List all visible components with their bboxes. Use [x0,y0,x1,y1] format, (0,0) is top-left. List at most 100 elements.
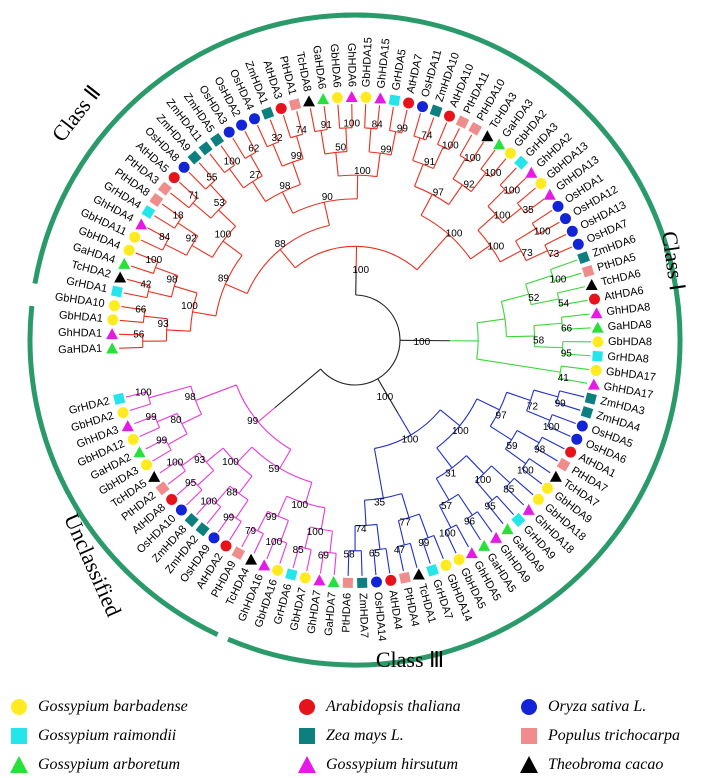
branch [549,269,555,282]
barbadense-circle-icon [129,231,141,243]
hirsutum-triangle-icon [490,531,503,543]
leaf-label: GhHDA1 [58,327,102,340]
cacao-triangle-icon [148,470,161,482]
branch [209,184,227,203]
bootstrap-label: 66 [561,323,573,334]
branch [266,538,276,560]
branch [516,430,540,444]
branch [323,551,337,554]
branch [229,168,244,189]
branch [277,495,288,517]
branch [504,430,518,450]
bootstrap-label: 58 [533,336,545,347]
oryza-circle-icon [371,576,382,588]
bootstrap-label: 41 [558,373,570,384]
bootstrap-label: 100 [224,157,241,168]
branch [296,111,304,135]
branch [554,272,582,282]
bootstrap-label: 100 [517,465,534,476]
branch [292,546,300,568]
branch [146,391,152,405]
bootstrap-label: 100 [402,435,419,446]
root-arc [320,294,401,386]
bootstrap-label: 92 [186,233,198,244]
branch [477,213,496,231]
branch [373,448,384,499]
cacao-triangle-icon [412,568,425,580]
bootstrap-label: 100 [354,166,371,177]
branch [337,104,341,129]
barbadense-circle-icon [141,459,152,471]
bootstrap-label: 93 [158,319,170,330]
leaf-label: GbHDA8 [608,336,652,348]
legend-label: Zea mays L. [326,727,404,744]
trichocarpa-square-icon [398,571,411,584]
branch [320,507,326,530]
branch [165,244,187,256]
barbadense-circle-icon [590,365,602,376]
bootstrap-label: 85 [503,485,515,496]
class-arcs [27,12,683,668]
barbadense-circle-icon [542,482,553,494]
branch [559,390,585,398]
bootstrap-label: 100 [534,226,551,237]
branch [154,215,175,229]
leaf-label: OsHDA14 [372,591,388,641]
bootstrap-label: 98 [279,181,291,192]
bootstrap-label: 80 [170,415,182,426]
branch [535,447,558,462]
branch [459,134,473,156]
bootstrap-label: 89 [218,273,230,284]
bootstrap-label: 100 [452,426,469,437]
branch [339,127,353,129]
branch [455,524,469,548]
oryza-circle-icon [566,225,578,237]
green-triangle-icon [10,756,28,773]
branch [541,436,565,450]
branch [323,105,328,130]
branch [165,318,169,342]
hirsutum-triangle-icon [258,559,271,571]
thaliana-circle-icon [166,494,178,505]
class-label-ii: Class Ⅱ [47,80,106,146]
branch [501,293,529,302]
branch [360,550,363,576]
barbadense-circle-icon [107,314,119,326]
branch [333,553,337,576]
branch [414,163,424,187]
root-branch [377,378,399,414]
class-label-i: Class Ⅰ [657,230,690,293]
bootstrap-label: 100 [214,230,231,241]
branch [251,527,264,535]
branch [505,448,527,465]
branch [355,523,377,527]
branch [555,390,561,403]
bootstrap-label: 31 [445,468,457,479]
bootstrap-label: 100 [307,527,324,538]
branch [279,249,296,269]
cacao-triangle-icon [302,95,315,107]
branch [148,290,172,298]
branch [280,520,289,542]
branch [253,533,264,554]
branch [445,524,457,531]
legend-item-raimondii: Gossypium raimondii [8,724,176,748]
oryza-circle-icon [178,161,190,173]
branch [499,184,510,195]
zea-square-icon [580,406,594,419]
branch [135,252,158,263]
bootstrap-label: 96 [464,516,476,527]
leaf-label: GhHDA15 [375,38,392,89]
branch [437,122,448,145]
bootstrap-label: 56 [133,330,145,341]
bootstrap-label: 47 [394,545,406,556]
branch [126,278,150,286]
arboreum-triangle-icon [327,576,340,588]
trichocarpa-square-icon [468,121,482,136]
branch [524,198,545,214]
branch [487,189,506,207]
branch [448,184,463,205]
branch [401,493,410,518]
branch [236,446,253,464]
branch [477,229,501,263]
